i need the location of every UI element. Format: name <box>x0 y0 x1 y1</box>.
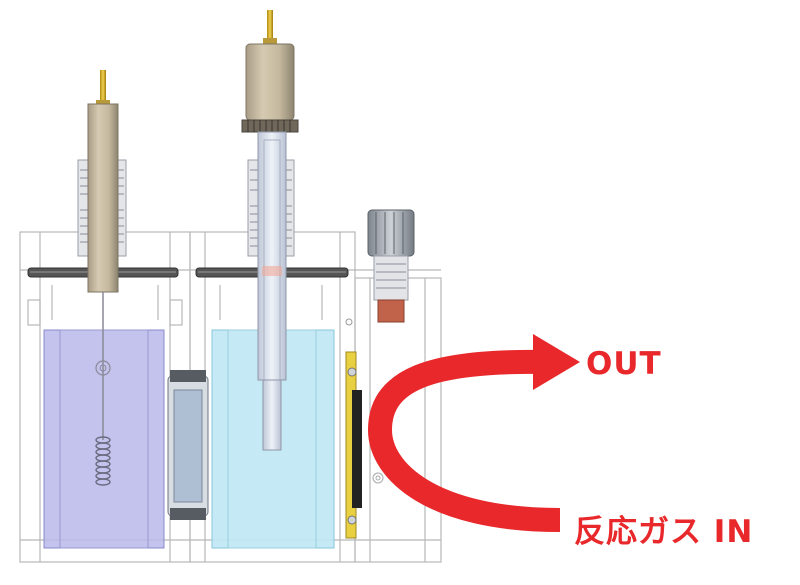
left-electrode <box>77 70 127 486</box>
curved-arrow-icon <box>367 334 580 532</box>
left-electrolyte <box>43 329 165 549</box>
gas-outlet-fitting <box>367 209 415 323</box>
gas-diffusion-electrode <box>345 351 362 539</box>
inter-chamber-window <box>167 370 209 520</box>
right-electrode <box>241 10 299 451</box>
gas-inlet-label: 反応ガス IN <box>574 514 754 550</box>
outlet-label: OUT <box>586 346 662 382</box>
